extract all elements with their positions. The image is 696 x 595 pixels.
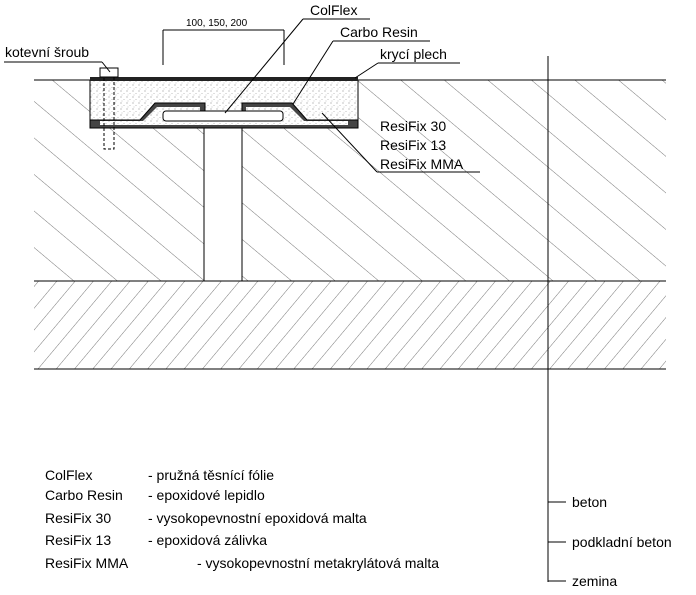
carbo-leader-diag [292, 40, 334, 105]
anchor-leader-tick [101, 61, 111, 73]
label-resifix-30: ResiFix 30 [380, 118, 446, 134]
legend-term: ResiFix 13 [45, 532, 111, 548]
legend-term: ResiFix 30 [45, 510, 111, 526]
joint-gap [203, 119, 243, 282]
label-resifix-13: ResiFix 13 [380, 137, 446, 153]
legend-desc: - pružná těsnící fólie [148, 467, 274, 483]
cover-plate [90, 77, 358, 81]
layer-label-zemina: zemina [572, 573, 617, 589]
dimension-text: 100, 150, 200 [186, 18, 248, 29]
mortar-leader-diag [321, 112, 378, 173]
colflex-leader-diag [224, 18, 304, 114]
cover-leader-diag [354, 62, 379, 79]
label-carbo-resin: Carbo Resin [340, 24, 418, 40]
layer-label-podkladni-beton: podkladní beton [572, 534, 672, 550]
legend-term: ColFlex [45, 467, 92, 483]
layer-podkladni-beton [34, 281, 666, 369]
legend-desc: - vysokopevnostní metakrylátová malta [197, 555, 439, 571]
legend-desc: - vysokopevnostní epoxidová malta [148, 510, 367, 526]
label-resifix-mma: ResiFix MMA [380, 156, 464, 172]
legend-term: ResiFix MMA [45, 555, 129, 571]
legend-desc: - epoxidové lepidlo [148, 487, 265, 503]
label-cover-plate: krycí plech [380, 46, 447, 62]
label-colflex: ColFlex [310, 2, 357, 18]
colflex-foil [162, 110, 284, 122]
label-anchor: kotevní šroub [5, 44, 89, 60]
legend: ColFlex - pružná těsnící fólie Carbo Res… [45, 467, 439, 571]
anchor-bolt [99, 67, 119, 150]
layer-label-beton: beton [572, 494, 607, 510]
dimension-line [162, 29, 285, 65]
legend-term: Carbo Resin [45, 487, 123, 503]
legend-desc: - epoxidová zálivka [148, 532, 267, 548]
